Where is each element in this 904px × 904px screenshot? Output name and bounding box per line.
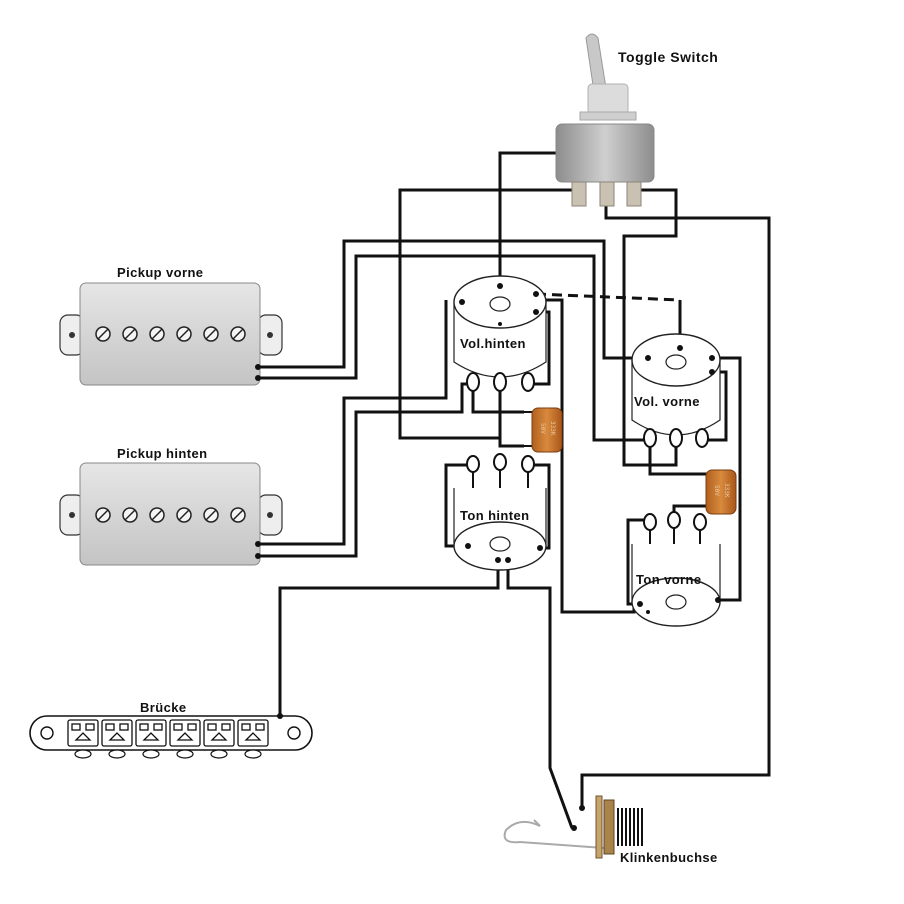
output-jack: Klinkenbuchse [503, 795, 718, 865]
wire-vol-front-right [712, 356, 742, 602]
capacitor-rear-text1: 333K [549, 421, 556, 436]
pickup-rear: Pickup hinten [59, 446, 283, 566]
toggle-body [555, 123, 655, 183]
toggle-switch-label: Toggle Switch [618, 49, 718, 65]
jack-nut [603, 799, 615, 855]
pickup-front-poles [95, 326, 246, 342]
wire-vol-rear-right [536, 298, 636, 614]
capacitor-front-body [705, 469, 737, 515]
vol-front-pot: Vol. vorne [631, 333, 721, 448]
wire-toggle-to-vol-rear [498, 151, 578, 298]
pickup-rear-label: Pickup hinten [117, 446, 207, 461]
bridge-screws [74, 749, 262, 759]
toggle-nut [579, 111, 637, 121]
capacitor-front-text2: 50V [713, 485, 720, 496]
wire-ground-to-bridge [278, 560, 500, 716]
vol-front-label: Vol. vorne [634, 394, 700, 409]
capacitor-front-text1: 333K [723, 483, 730, 498]
wire-pickup-rear-1 [258, 300, 448, 546]
toggle-lug-right [626, 181, 642, 207]
jack-thread [617, 808, 643, 846]
wire-tone-rear-to-jack [506, 560, 574, 829]
pickup-front-label: Pickup vorne [117, 265, 203, 280]
toggle-switch: Toggle Switch [555, 33, 718, 207]
toggle-bushing [587, 83, 629, 115]
capacitor-front: 333K 50V [705, 469, 737, 515]
wire-toggle-to-jack [580, 195, 771, 806]
wire-toggle-right [622, 188, 678, 467]
wire-pickup-rear-2 [258, 382, 473, 558]
pickup-front-body [79, 282, 261, 386]
toggle-lever [585, 33, 607, 93]
wire-vol-rear-middle [498, 384, 524, 448]
vol-rear-pot: Vol.hinten [453, 275, 547, 392]
capacitor-rear-body [531, 407, 563, 453]
capacitor-rear-text2: 50V [539, 423, 546, 434]
jack-washer [595, 795, 603, 859]
bridge-saddles [67, 719, 269, 747]
bridge-label: Brücke [140, 700, 186, 715]
tone-rear-label: Ton hinten [460, 508, 529, 523]
tone-front-label: Ton vorne [636, 572, 701, 587]
toggle-lug-middle [599, 181, 615, 207]
bridge: Brücke [29, 700, 313, 759]
wire-vol-rear-cap [471, 384, 524, 414]
wire-tone-rear-left [444, 463, 473, 548]
wire-vol-link [535, 292, 681, 302]
tone-front-pot: Ton vorne [631, 511, 721, 627]
wire-pickup-front-2 [258, 254, 650, 442]
wire-vol-front-cap [648, 440, 712, 476]
capacitor-rear: 333K 50V [518, 407, 563, 453]
jack-label: Klinkenbuchse [620, 850, 718, 865]
tone-rear-pot: Ton hinten [453, 453, 547, 571]
vol-rear-label: Vol.hinten [460, 336, 526, 351]
pickup-front: Pickup vorne [59, 265, 283, 386]
toggle-lug-left [571, 181, 587, 207]
pickup-rear-body [79, 462, 261, 566]
pickup-rear-poles [95, 507, 246, 523]
wire-pickup-front-1 [258, 239, 648, 369]
